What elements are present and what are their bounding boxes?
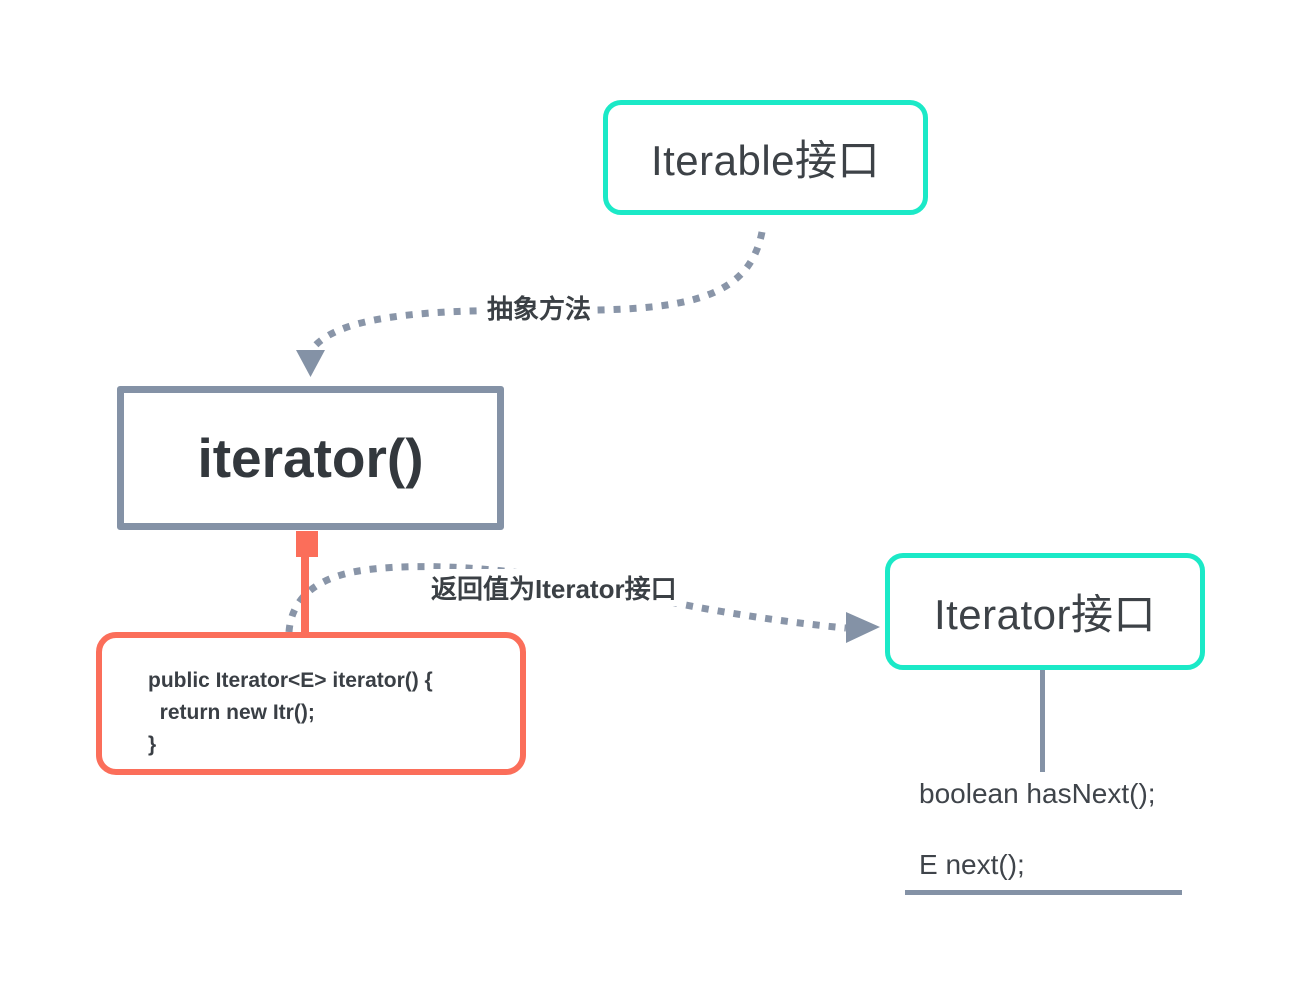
code-line: public Iterator<E> iterator() {	[148, 669, 433, 692]
iterable-interface-node: Iterable接口	[603, 100, 928, 215]
iterator-method-node: iterator()	[117, 386, 504, 530]
return-value-arrowhead-icon	[846, 612, 880, 643]
code-line: }	[148, 733, 157, 756]
red-connector-stub	[296, 531, 318, 557]
abstract-method-arrowhead-icon	[296, 350, 325, 377]
methods-underline	[905, 890, 1182, 895]
iterator-interface-node: Iterator接口	[885, 553, 1205, 670]
iterator-interface-connector-line	[1040, 667, 1045, 772]
return-value-edge-label: 返回值为Iterator接口	[428, 569, 680, 606]
iterator-implementation-code-node: public Iterator<E> iterator() { return n…	[96, 632, 526, 775]
next-method-text: E next();	[919, 849, 1025, 880]
red-connector-line	[301, 556, 309, 638]
has-next-method-text: boolean hasNext();	[919, 778, 1156, 809]
code-line: return new Itr();	[148, 701, 315, 724]
abstract-method-edge-path	[310, 231, 766, 351]
iterable-interface-label: Iterable接口	[650, 137, 881, 184]
abstract-method-edge-label: 抽象方法	[484, 289, 595, 326]
iterator-interface-label: Iterator接口	[933, 591, 1157, 638]
iterator-method-label: iterator()	[197, 427, 424, 489]
